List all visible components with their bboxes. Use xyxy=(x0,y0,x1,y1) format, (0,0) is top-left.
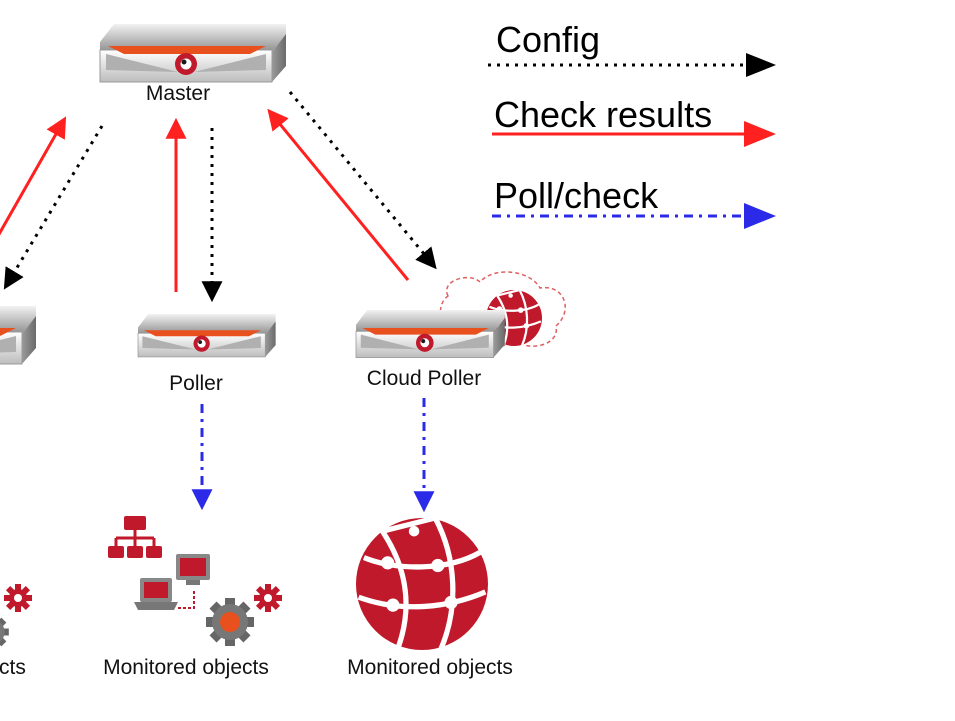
monitored-objects-center: Monitored objects xyxy=(103,516,282,679)
monitored-objects-right-label: Monitored objects xyxy=(347,656,513,679)
left-server-icon xyxy=(0,305,37,365)
gear-icon xyxy=(0,615,9,649)
legend-config: Config xyxy=(488,19,776,77)
cloud-poller-check-results-arrow xyxy=(267,108,410,281)
gear-icon xyxy=(4,584,32,612)
cloud-poller-label: Cloud Poller xyxy=(367,367,481,390)
monitored-objects-left-label: cts xyxy=(0,656,26,679)
legend-config-arrowhead xyxy=(746,53,776,77)
legend-check-results: Check results xyxy=(492,94,776,147)
legend: Config Check results Poll/check xyxy=(488,19,776,229)
cloud-poller-config-arrow xyxy=(288,91,437,270)
master-node: Master xyxy=(99,23,287,105)
cloud-poller-node: Cloud Poller xyxy=(355,271,566,390)
poller-server-icon xyxy=(137,313,277,358)
monitored-objects-right: Monitored objects xyxy=(347,518,513,679)
monitored-objects-left: cts xyxy=(0,584,32,679)
monitored-objects-center-label: Monitored objects xyxy=(103,656,269,679)
cloud-poller-server-icon xyxy=(355,309,506,358)
connections xyxy=(0,91,437,513)
link-line xyxy=(178,590,195,609)
legend-check-results-label: Check results xyxy=(494,94,712,135)
legend-config-label: Config xyxy=(496,19,600,60)
legend-poll-check-label: Poll/check xyxy=(494,175,659,216)
gear-icon xyxy=(254,584,282,612)
poller-node: Poller xyxy=(137,313,277,395)
left-config-arrow xyxy=(3,125,104,290)
poller-label: Poller xyxy=(169,372,223,395)
network-hierarchy-icon xyxy=(108,516,162,558)
master-label: Master xyxy=(146,82,210,105)
globe-icon xyxy=(356,518,488,650)
gear-icon xyxy=(206,598,254,646)
monitor-icon xyxy=(176,554,210,585)
master-server-icon xyxy=(99,23,287,83)
left-poller-node xyxy=(0,305,37,365)
legend-poll-check-arrowhead xyxy=(744,203,776,229)
legend-poll-check: Poll/check xyxy=(492,175,776,229)
laptop-icon xyxy=(134,578,178,610)
legend-check-results-arrowhead xyxy=(744,121,776,147)
left-check-results-arrow xyxy=(0,116,67,236)
